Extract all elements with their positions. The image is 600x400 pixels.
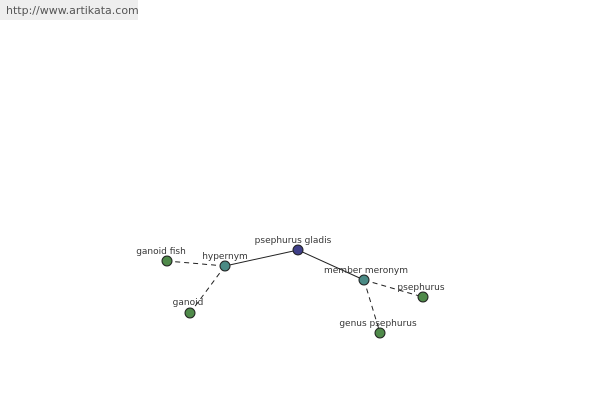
edge-hyp-ganoid <box>189 265 226 314</box>
node-ganoid[interactable] <box>184 307 196 319</box>
node-label-gfish: ganoid fish <box>136 247 186 257</box>
node-label-ganoid: ganoid <box>173 298 204 308</box>
site-url-text: http://www.artikata.com <box>6 4 139 17</box>
edges-layer <box>166 249 424 334</box>
edge-root-hyp <box>224 249 299 267</box>
labels-layer: psephurus gladis hypernym member meronym ga… <box>136 236 445 329</box>
node-label-root: psephurus gladis <box>255 236 332 246</box>
url-banner: http://www.artikata.com <box>0 0 139 20</box>
node-hyp[interactable] <box>219 260 231 272</box>
node-genus[interactable] <box>374 327 386 339</box>
node-label-hyp: hypernym <box>202 252 248 262</box>
edge-mem-pseph <box>363 279 424 298</box>
node-label-mem: member meronym <box>324 266 408 276</box>
node-pseph[interactable] <box>417 291 429 303</box>
node-label-genus: genus psephurus <box>339 319 417 329</box>
node-gfish[interactable] <box>161 255 173 267</box>
edge-mem-genus <box>363 279 381 334</box>
node-root[interactable] <box>292 244 304 256</box>
node-label-pseph: psephurus <box>397 283 444 293</box>
nodes-layer <box>161 244 429 339</box>
edge-hyp-gfish <box>166 260 226 267</box>
edge-root-mem <box>297 249 365 281</box>
node-mem[interactable] <box>358 274 370 286</box>
